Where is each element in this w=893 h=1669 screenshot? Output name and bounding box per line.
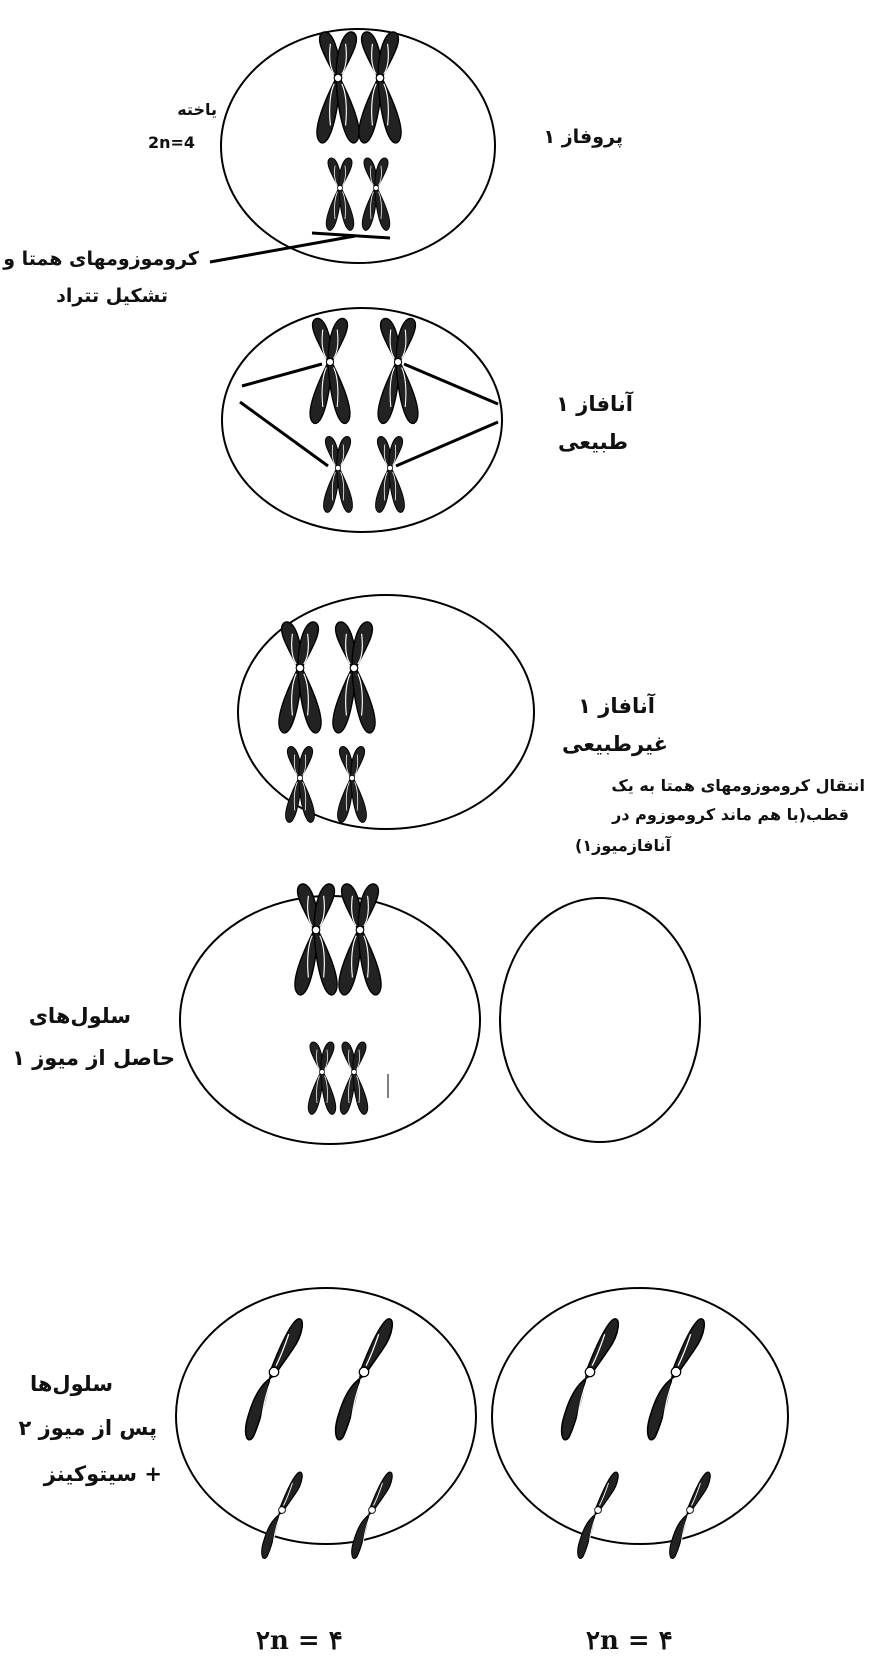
cell-label: یاخته bbox=[177, 100, 217, 119]
anaphase-normal-cell bbox=[221, 307, 503, 533]
meiosis2-cells-title: سلول‌ها bbox=[29, 1372, 113, 1396]
meiosis2-cells-subtitle: پس از میوز ۲ bbox=[18, 1416, 157, 1440]
prophase-cell bbox=[220, 28, 496, 264]
abnormal-desc-3: آنافازمیوز۱) bbox=[575, 836, 671, 855]
meiosis1-chromosomes bbox=[294, 883, 382, 1115]
abnormal-desc-1: انتقال کروموزومهای همتا به یک bbox=[611, 776, 865, 795]
abnormal-desc-2: قطب(با هم ماند کروموزوم در bbox=[612, 805, 849, 824]
anaphase-normal-chromosomes bbox=[309, 317, 419, 513]
prophase-tetrad-large bbox=[316, 31, 402, 144]
meiosis1-cells-title: سلول‌های bbox=[28, 1004, 131, 1028]
homologs-label-1: کروموزومهای همتا و bbox=[3, 248, 199, 270]
meiosis2-cells-cytokinesis: + سیتوکینز bbox=[43, 1462, 162, 1486]
meiosis2-left-chromatids bbox=[244, 1318, 394, 1559]
homologs-label-2: تشکیل تتراد bbox=[56, 285, 168, 307]
meiosis2-right-chromatids bbox=[560, 1318, 711, 1559]
meiosis2-cell-left bbox=[175, 1287, 477, 1545]
ploidy-left: ۲n = ۴ bbox=[256, 1626, 343, 1656]
ploidy-right: ۲n = ۴ bbox=[586, 1626, 673, 1656]
anaphase-normal-subtitle: طبیعی bbox=[557, 430, 628, 454]
meiosis1-cells-subtitle: حاصل از میوز ۱ bbox=[12, 1046, 175, 1070]
cell-ploidy: 2n=4 bbox=[148, 133, 196, 152]
anaphase-abnormal-subtitle: غیرطبیعی bbox=[561, 732, 668, 756]
anaphase-normal-spindle bbox=[239, 362, 499, 468]
anaphase-normal-title: آنافاز ۱ bbox=[556, 392, 633, 416]
anaphase-abnormal-chromosomes bbox=[278, 621, 376, 823]
tetrad-pointer-line bbox=[209, 234, 356, 264]
meiosis2-cell-right bbox=[491, 1287, 789, 1545]
anaphase-abnormal-title: آنافاز ۱ bbox=[578, 694, 655, 718]
prophase-label: پروفاز ۱ bbox=[543, 126, 623, 148]
anaphase-abnormal-cell bbox=[237, 594, 535, 830]
meiosis1-cell-right bbox=[499, 897, 701, 1143]
prophase-tetrad-small bbox=[325, 157, 391, 231]
